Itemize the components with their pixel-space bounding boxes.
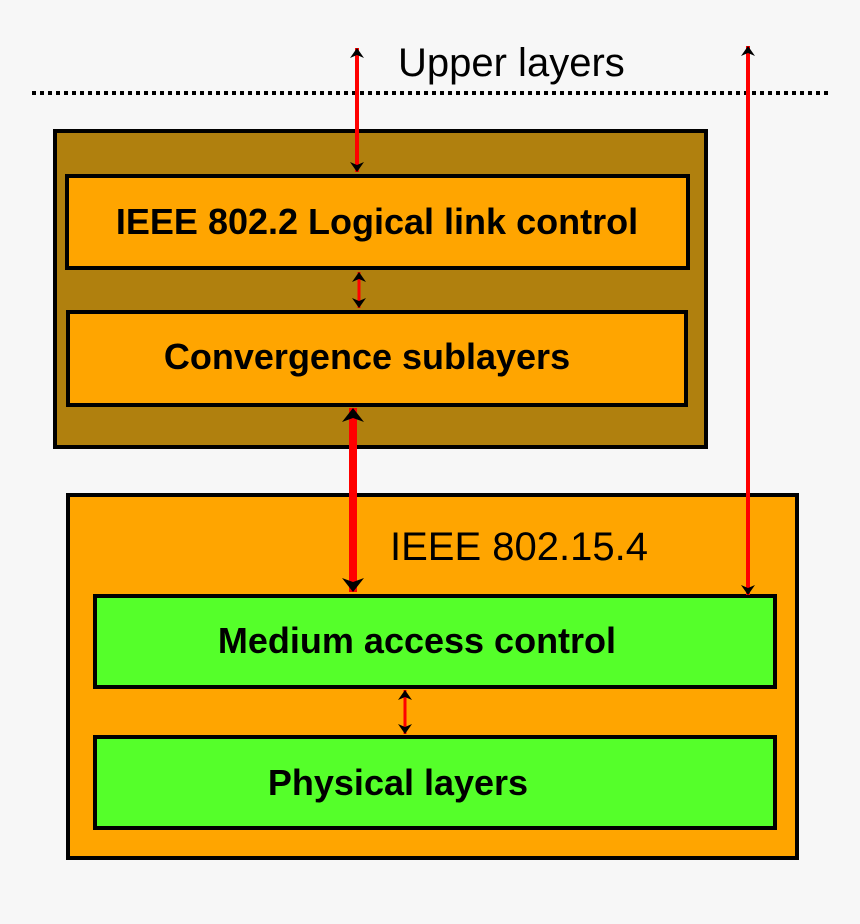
convergence-box (66, 310, 688, 407)
llc-box (65, 174, 690, 270)
ieee-802-15-4-label: IEEE 802.15.4 (390, 525, 648, 569)
upper-layers-label: Upper layers (398, 41, 625, 85)
convergence-label: Convergence sublayers (164, 336, 570, 377)
llc-label: IEEE 802.2 Logical link control (116, 201, 638, 242)
mac-box (93, 594, 777, 689)
phy-label: Physical layers (268, 762, 528, 803)
mac-label: Medium access control (218, 620, 616, 661)
phy-box (93, 735, 777, 830)
